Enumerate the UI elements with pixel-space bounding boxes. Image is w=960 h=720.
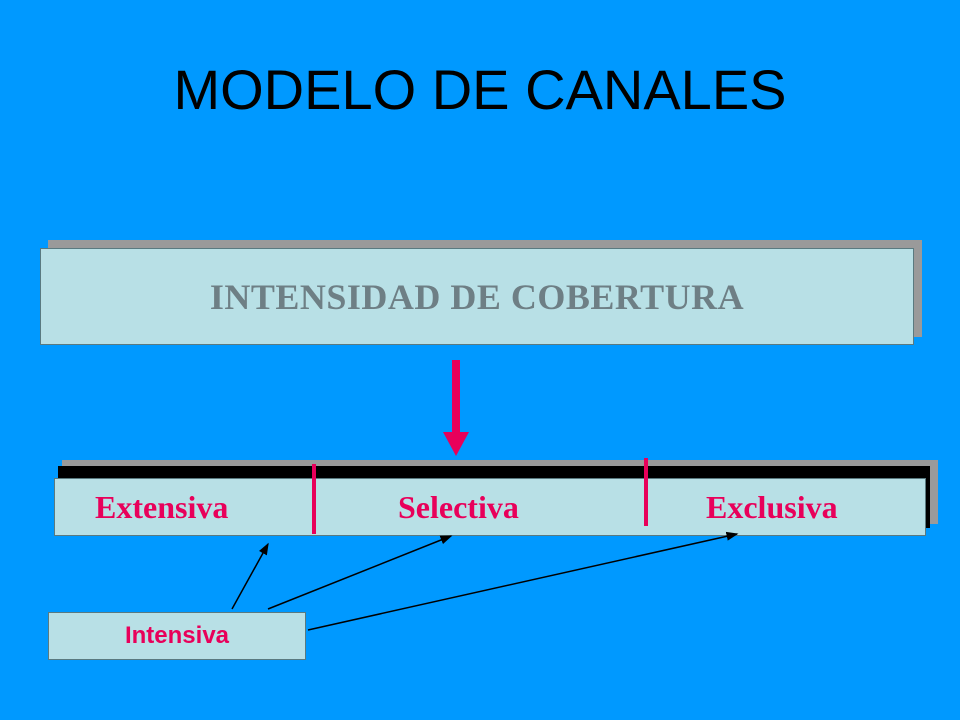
level-selectiva: Selectiva [398, 489, 519, 525]
intensiva-box: Intensiva [48, 612, 306, 660]
arrow-to-exclusiva [307, 531, 739, 631]
level-exclusiva: Exclusiva [706, 489, 838, 525]
arrow-to-extensiva [231, 542, 269, 610]
coverage-label: INTENSIDAD DE COBERTURA [209, 276, 745, 317]
level-divider-2 [644, 458, 648, 526]
levels-bar: Extensiva Selectiva Exclusiva [54, 478, 926, 536]
down-arrow-icon [443, 360, 469, 456]
level-divider-1 [312, 464, 316, 534]
slide-title: MODELO DE CANALES [173, 58, 787, 121]
arrow-to-selectiva [267, 535, 453, 610]
level-extensiva: Extensiva [95, 489, 229, 525]
intensiva-label: Intensiva [124, 622, 230, 649]
coverage-box: INTENSIDAD DE COBERTURA [40, 248, 914, 345]
